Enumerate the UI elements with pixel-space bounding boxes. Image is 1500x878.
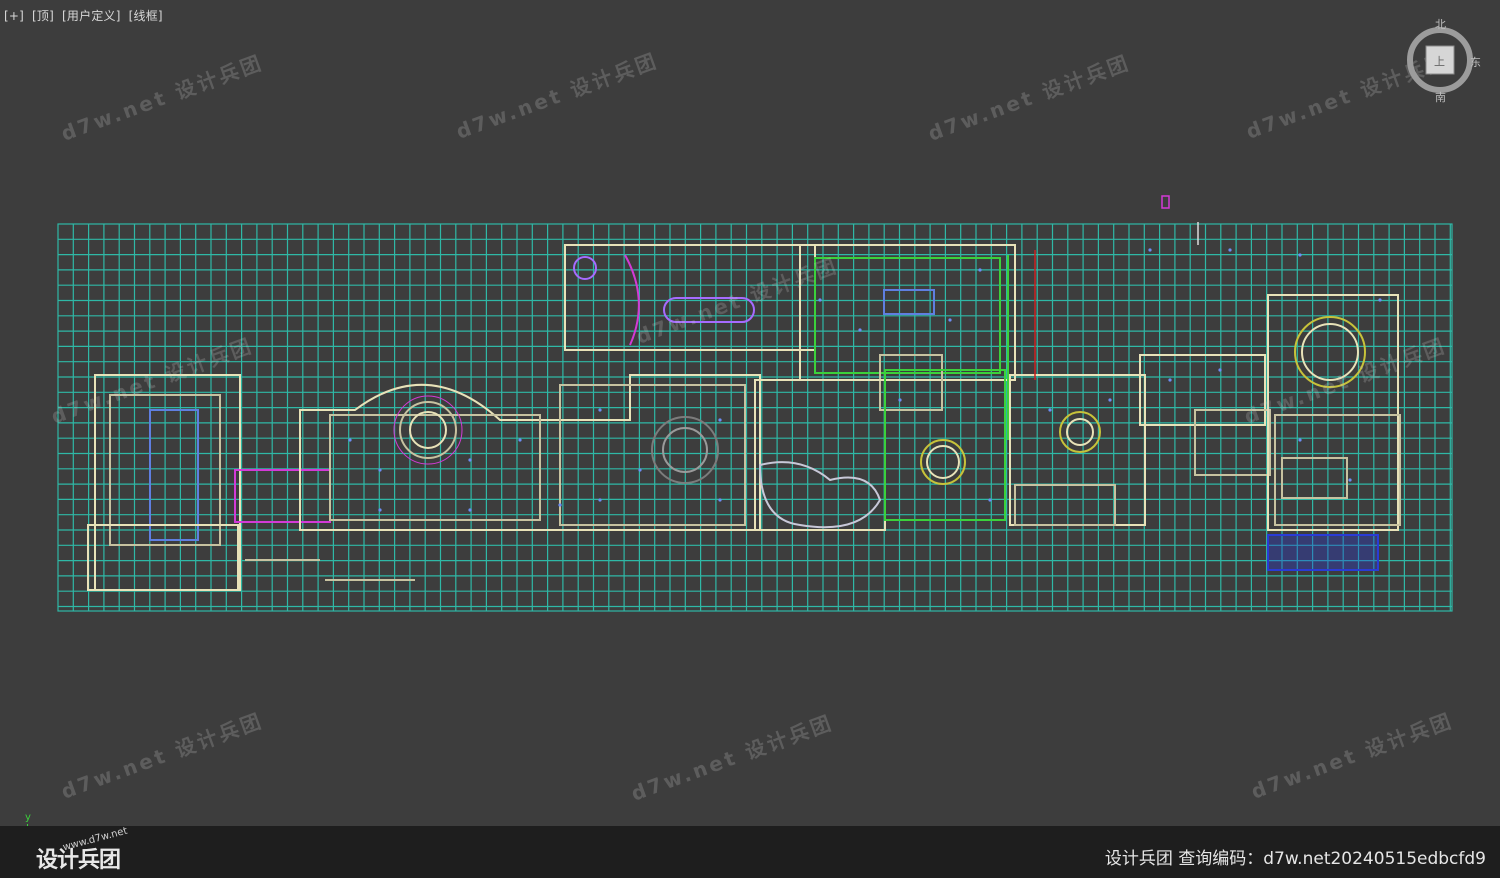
construction-grid — [57, 223, 1453, 612]
light-point — [1168, 378, 1172, 382]
light-point — [948, 318, 952, 322]
viewcube-widget[interactable]: 上 北 东 南 — [1404, 18, 1481, 104]
viewport-camera-label[interactable]: [用户定义] — [62, 9, 121, 23]
lookup-code-text: 设计兵团 查询编码：d7w.net20240515edbcfd9 — [1104, 849, 1486, 869]
viewport-menu-plus[interactable]: [+] — [4, 9, 25, 23]
viewport-view-label[interactable]: [顶] — [32, 9, 55, 23]
plan-light-points — [348, 248, 1382, 512]
plan-features — [393, 195, 1379, 571]
viewcube-icon[interactable] — [1404, 22, 1476, 94]
viewport-shading-label[interactable]: [线框] — [128, 9, 163, 23]
light-point — [858, 328, 862, 332]
light-point — [988, 498, 992, 502]
logo-text: 设计兵团 — [36, 848, 121, 873]
light-point — [1298, 438, 1302, 442]
light-point — [468, 458, 472, 462]
compass-south[interactable]: 南 — [1435, 91, 1446, 104]
light-point — [1048, 408, 1052, 412]
light-point — [1218, 368, 1222, 372]
light-point — [1148, 248, 1152, 252]
grid-border — [57, 223, 1453, 612]
light-point — [598, 498, 602, 502]
light-point — [638, 468, 642, 472]
compass-east[interactable]: 东 — [1470, 56, 1481, 69]
viewport-label[interactable]: [+] [顶] [用户定义] [线框] — [4, 7, 167, 24]
light-point — [898, 398, 902, 402]
light-point — [1108, 398, 1112, 402]
light-point — [518, 438, 522, 442]
compass-north[interactable]: 北 — [1435, 18, 1446, 31]
bottom-bar: www.d7w.net 设计兵团 设计兵团 查询编码：d7w.net202405… — [0, 826, 1500, 878]
light-point — [1378, 298, 1382, 302]
floor-plan-wireframe[interactable] — [0, 0, 1500, 826]
light-point — [818, 298, 822, 302]
light-point — [978, 268, 982, 272]
light-point — [468, 508, 472, 512]
light-point — [558, 503, 562, 507]
axis-y-label: y — [25, 812, 31, 823]
light-point — [1298, 253, 1302, 257]
light-point — [598, 408, 602, 412]
light-point — [378, 508, 382, 512]
light-point — [378, 468, 382, 472]
light-point — [1348, 478, 1352, 482]
light-point — [718, 498, 722, 502]
viewport-top[interactable]: [+] [顶] [用户定义] [线框] — [0, 0, 1500, 826]
brand-logo: www.d7w.net 设计兵团 — [34, 826, 144, 876]
light-point — [718, 418, 722, 422]
plan-walls — [87, 222, 1401, 591]
light-point — [1228, 248, 1232, 252]
light-point — [348, 438, 352, 442]
viewcube-face-top[interactable]: 上 — [1434, 55, 1445, 68]
